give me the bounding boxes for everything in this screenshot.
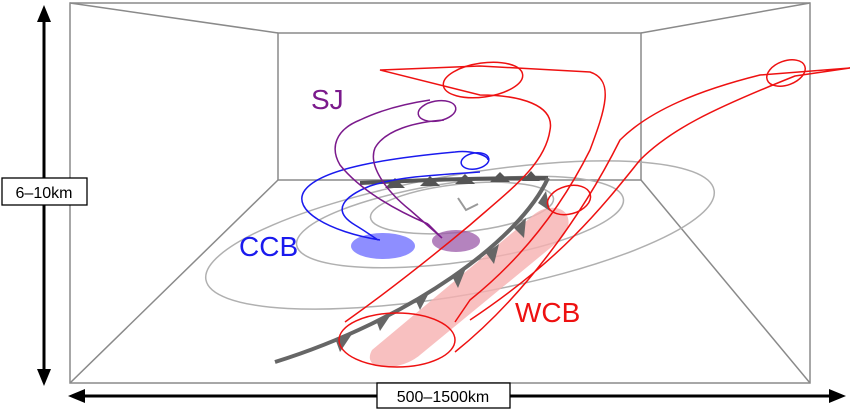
front-tooth: [538, 191, 550, 211]
sj-base-patch: [432, 230, 480, 252]
wcb-base-ellipse: [338, 312, 456, 368]
box-edge-tl: [69, 2, 279, 34]
ccb-label: CCB: [239, 231, 298, 262]
low-center-icon: [457, 197, 479, 212]
box-edge-br: [640, 179, 811, 384]
front-tooth: [514, 218, 526, 238]
warm-conveyor-belt: [338, 59, 850, 368]
arrow-down-icon: [37, 369, 51, 386]
warm-front-teeth: [385, 171, 540, 188]
front-lines: [274, 171, 550, 364]
cold-conveyor-belt: [301, 150, 490, 259]
height-label: 6–10km: [16, 185, 73, 202]
sj-tube: [334, 99, 445, 239]
arrow-up-icon: [37, 5, 51, 22]
cold-front-line: [274, 177, 550, 364]
wcb-branch-end-ellipse: [766, 59, 806, 87]
height-label-frame: [1, 177, 88, 206]
front-tooth: [376, 313, 392, 331]
wcb-tube-branch: [454, 67, 850, 353]
sj-tube-end: [417, 99, 457, 123]
wcb-ascent-band: [369, 207, 569, 368]
wcb-label: WCB: [515, 297, 580, 328]
wcb-tube-front: [344, 65, 606, 323]
width-label: 500–1500km: [397, 389, 490, 406]
arrow-right-icon: [829, 389, 846, 403]
sj-label: SJ: [311, 84, 344, 115]
front-tooth: [522, 171, 540, 181]
height-label-box: 6–10km: [1, 177, 88, 206]
width-label-frame: [376, 382, 511, 409]
arrow-left-icon: [68, 389, 85, 403]
box-edge-tr: [640, 2, 811, 34]
box-edge-bl: [69, 179, 279, 384]
isobar-middle: [295, 175, 625, 269]
cold-front-teeth: [336, 191, 550, 352]
front-tooth: [452, 268, 466, 288]
ccb-base-patch: [351, 233, 415, 259]
ccb-tube: [301, 150, 489, 241]
front-tooth: [455, 174, 475, 184]
wcb-mid-ellipse: [546, 184, 592, 216]
front-tooth: [490, 172, 510, 182]
width-label-box: 500–1500km: [376, 382, 511, 409]
ccb-tube-end: [460, 152, 490, 170]
wcb-top-ellipse: [442, 61, 524, 99]
front-tooth: [336, 334, 352, 352]
front-tooth: [486, 244, 499, 264]
front-tooth: [415, 291, 430, 310]
front-tooth: [420, 176, 440, 186]
front-tooth: [385, 178, 405, 188]
